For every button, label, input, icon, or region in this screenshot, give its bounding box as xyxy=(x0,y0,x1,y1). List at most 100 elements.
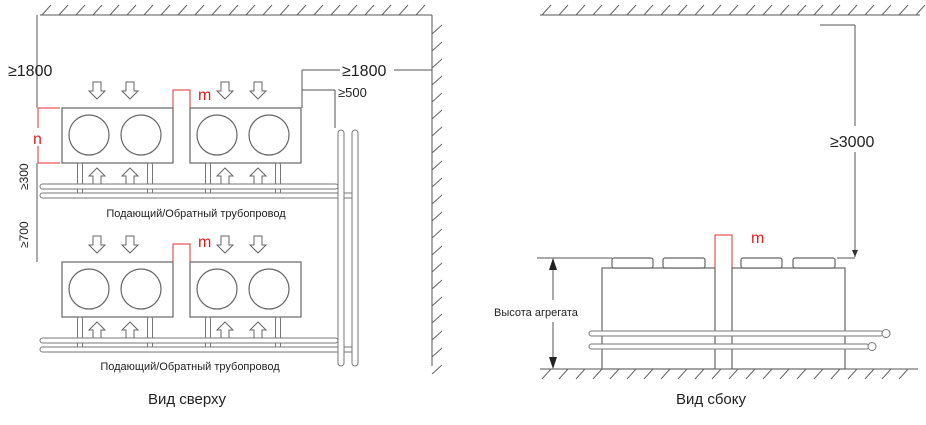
hatch-mark xyxy=(431,160,443,171)
hatch-mark xyxy=(745,368,756,380)
hatch-mark xyxy=(813,368,824,380)
hatch-mark xyxy=(660,4,671,16)
hatch-mark xyxy=(779,368,790,380)
hatch-mark xyxy=(745,4,756,16)
riser-pipe xyxy=(337,129,345,367)
clearance-pipe-label: ≥500 xyxy=(338,85,367,100)
gap-label-m: m xyxy=(198,87,211,104)
hatch-mark xyxy=(813,4,824,16)
hatch-mark xyxy=(431,313,443,324)
pipe xyxy=(588,343,870,350)
hatch-mark xyxy=(541,368,552,380)
hatch-mark xyxy=(228,4,239,16)
hatch-mark xyxy=(109,4,120,16)
pipe-label: Подающий/Обратный трубопровод xyxy=(106,208,286,220)
hatch-mark xyxy=(864,4,875,16)
hatch-mark xyxy=(177,4,188,16)
hatch-mark xyxy=(609,368,620,380)
fan-cap xyxy=(792,257,836,269)
hatch-mark xyxy=(296,4,307,16)
hatch-mark xyxy=(677,368,688,380)
hatch-mark xyxy=(626,368,637,380)
side-view-caption: Вид сбоку xyxy=(676,391,746,408)
gap-bracket xyxy=(172,89,191,108)
pipe xyxy=(588,330,884,337)
hatch-mark xyxy=(431,109,443,120)
hatch-mark xyxy=(160,4,171,16)
top-view: ≥1800 ≥300 ≥700 ≥1800 ≥500 n Подающий/Об… xyxy=(8,4,443,408)
hatch-mark xyxy=(898,4,909,16)
hatch-mark xyxy=(431,58,443,69)
unit-side xyxy=(731,267,846,370)
gap-label-m: m xyxy=(198,234,211,251)
airflow-in-arrow-icon xyxy=(249,235,267,254)
airflow-arrow-icon xyxy=(216,167,234,186)
unit-side xyxy=(601,267,716,370)
hatch-mark xyxy=(431,262,443,273)
depth-label-n: n xyxy=(33,131,42,148)
hatch-mark xyxy=(330,4,341,16)
hatch-mark xyxy=(796,368,807,380)
hatch-mark xyxy=(779,4,790,16)
unit-row xyxy=(39,235,359,353)
hatch-mark xyxy=(592,4,603,16)
top-view-caption: Вид сверху xyxy=(148,391,227,408)
hatch-mark xyxy=(347,4,358,16)
airflow-in-arrow-icon xyxy=(216,81,234,100)
clearance-top-label: ≥3000 xyxy=(830,134,874,151)
hatch-mark xyxy=(262,4,273,16)
airflow-in-arrow-icon xyxy=(88,235,106,254)
airflow-arrow-icon xyxy=(121,321,139,340)
hatch-mark xyxy=(313,4,324,16)
airflow-arrow-icon xyxy=(88,321,106,340)
hatch-mark xyxy=(431,296,443,307)
hatch-mark xyxy=(431,177,443,188)
ceiling-hatch xyxy=(41,4,426,16)
airflow-arrow-icon xyxy=(216,321,234,340)
pipe xyxy=(39,183,339,190)
hatch-mark xyxy=(762,368,773,380)
hatch-mark xyxy=(41,4,52,16)
hatch-mark xyxy=(626,4,637,16)
hatch-mark xyxy=(431,279,443,290)
hatch-mark xyxy=(126,4,137,16)
hatch-mark xyxy=(143,4,154,16)
hatch-mark xyxy=(677,4,688,16)
pipe xyxy=(39,192,359,199)
gap-label-m: m xyxy=(751,230,764,247)
clearance-top-label: ≥1800 xyxy=(8,63,52,80)
fan-circle xyxy=(248,268,290,310)
hatch-mark xyxy=(431,228,443,239)
fan-cap xyxy=(662,257,706,269)
hatch-mark xyxy=(211,4,222,16)
hatch-mark xyxy=(431,330,443,341)
airflow-in-arrow-icon xyxy=(121,81,139,100)
hatch-mark xyxy=(728,4,739,16)
hatch-mark xyxy=(643,368,654,380)
hatch-mark xyxy=(431,75,443,86)
gap-bracket xyxy=(172,243,191,262)
hatch-mark xyxy=(711,4,722,16)
clearance-rear-label: ≥300 xyxy=(17,163,31,190)
hatch-mark xyxy=(431,41,443,52)
hatch-mark xyxy=(796,4,807,16)
hatch-mark xyxy=(431,24,443,35)
ceiling-hatch xyxy=(541,4,926,16)
hatch-mark xyxy=(92,4,103,16)
hatch-mark xyxy=(830,368,841,380)
hatch-mark xyxy=(915,4,926,16)
fan-circle xyxy=(120,114,162,156)
hatch-mark xyxy=(381,4,392,16)
wall-hatch xyxy=(431,24,443,375)
hatch-mark xyxy=(881,368,892,380)
clearance-right-label: ≥1800 xyxy=(342,63,386,80)
hatch-mark xyxy=(643,4,654,16)
hatch-mark xyxy=(431,211,443,222)
unit-height-label: Высота агрегата xyxy=(494,307,579,319)
riser-pipe xyxy=(351,129,359,367)
hatch-mark xyxy=(398,4,409,16)
hatch-mark xyxy=(694,4,705,16)
fan-circle xyxy=(68,114,110,156)
pipe-label: Подающий/Обратный трубопровод xyxy=(100,361,280,373)
fan-circle xyxy=(68,268,110,310)
